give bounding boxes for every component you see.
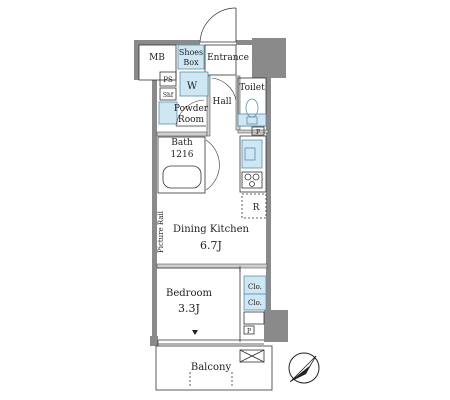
label-room: Room [178, 115, 205, 125]
label-p-lower: P [247, 328, 251, 335]
label-bedroom: Bedroom [166, 288, 212, 299]
label-clo-lower: Clo. [248, 299, 262, 307]
label-toilet: Toilet [239, 83, 265, 93]
north-arrow-icon [288, 352, 320, 384]
label-dining-kitchen-size: 6.7J [200, 239, 222, 252]
label-clo-upper: Clo. [248, 283, 262, 291]
label-mb: MB [149, 53, 165, 63]
label-ps: PS [163, 76, 173, 84]
label-hall: Hall [213, 97, 232, 107]
label-box: Box [183, 58, 199, 67]
label-picture-rail: Picture Rail [157, 210, 165, 253]
labels: MB Shoes Box Entrance PS Shf W Hall Toil… [149, 48, 265, 373]
label-shelf: Shf [163, 92, 174, 99]
label-entrance: Entrance [207, 53, 249, 63]
label-dining-kitchen: Dining Kitchen [173, 224, 250, 235]
plan-lines [138, 7, 273, 391]
label-w: W [187, 81, 198, 92]
label-p-upper: P [256, 129, 260, 136]
entrance-marker-icon [192, 330, 198, 335]
outer-walls [134, 38, 288, 346]
label-bath-size: 1216 [171, 150, 194, 160]
label-shoes: Shoes [179, 48, 203, 57]
label-bedroom-size: 3.3J [178, 302, 200, 315]
label-bath: Bath [171, 138, 193, 148]
label-r: R [253, 203, 260, 213]
label-powder: Powder [174, 104, 209, 114]
label-balcony: Balcony [191, 362, 232, 373]
